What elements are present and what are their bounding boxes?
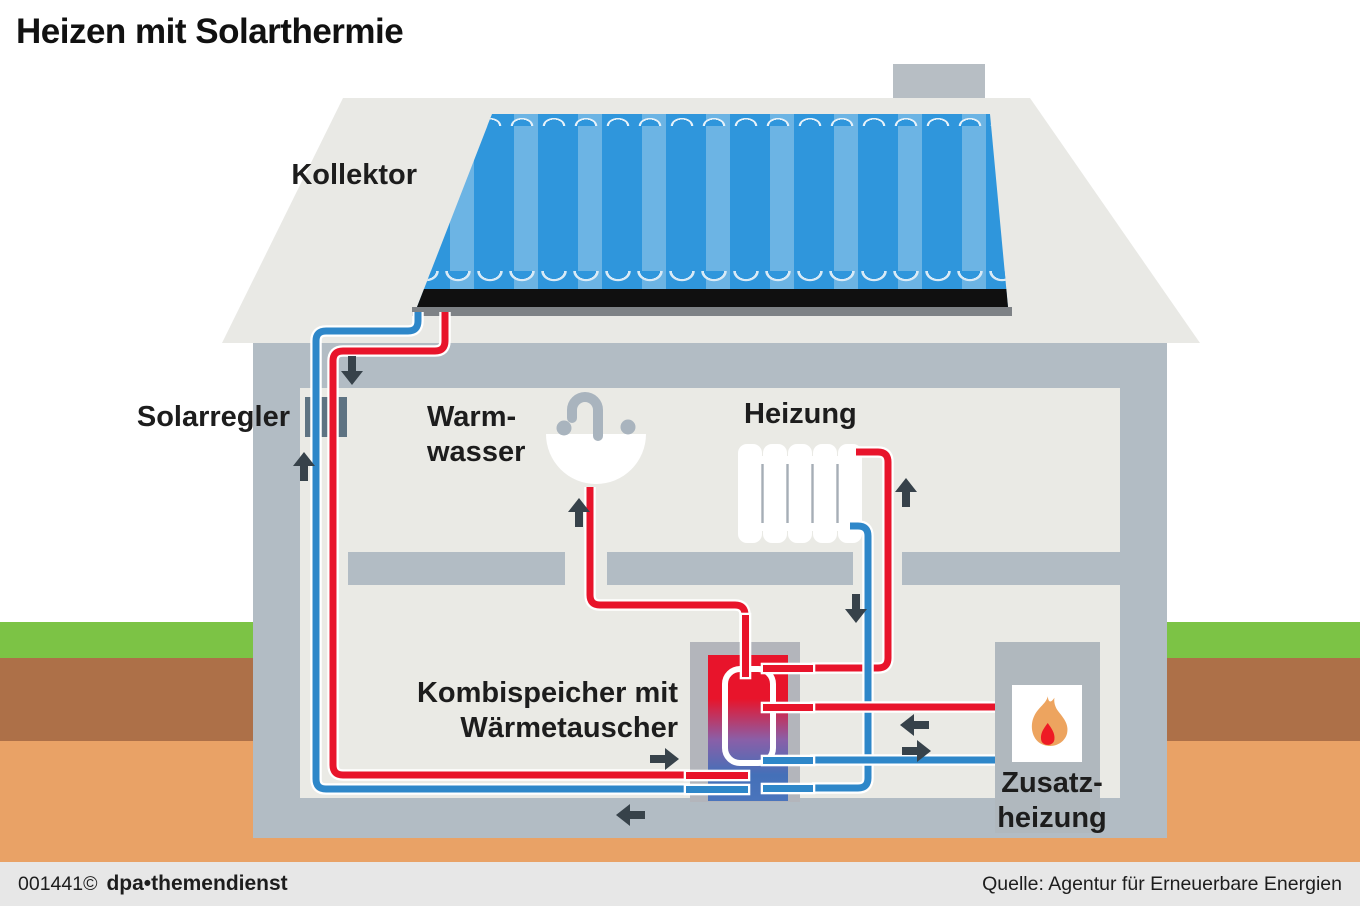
pipe-heating-return-tank-port <box>763 784 813 792</box>
flow-arrow-right-icon <box>650 748 679 770</box>
left-wall <box>253 343 300 838</box>
label-kombispeicher-line2: Wärmetauscher <box>460 712 678 744</box>
flow-arrow-left-icon <box>616 804 645 826</box>
flow-arrow-up-icon <box>895 478 917 507</box>
pipe-heating-supply-casing <box>812 446 894 674</box>
image-id: 001441© <box>18 873 98 895</box>
label-zusatzheizung: Zusatz- heizung <box>962 766 1142 836</box>
flow-arrow-left-icon <box>900 714 929 736</box>
pipe-warmwater-tank-inlet <box>741 615 749 677</box>
source-credit: Quelle: Agentur für Erneuerbare Energien <box>982 872 1342 895</box>
flow-arrow-down-icon <box>845 594 867 623</box>
pipe-heating-supply-tank-port <box>763 664 813 672</box>
pipe-warmwater <box>586 487 749 645</box>
pipe-warmwater-casing <box>584 487 751 645</box>
collector-corrugation-bottom <box>417 271 1008 295</box>
radiator-icon <box>738 444 862 543</box>
collector-frame <box>412 307 1012 316</box>
sink-icon <box>546 392 646 484</box>
collector-corrugation-top <box>417 114 1008 126</box>
brand-name: dpa•themendienst <box>106 872 288 895</box>
solar-collector-icon <box>417 114 1008 307</box>
floor-slab-segment <box>902 552 1120 585</box>
pipe-solar-hot-tank-inlet <box>686 771 748 779</box>
credit-left: 001441© dpa•themendienst <box>18 872 288 896</box>
floor-slab-segment <box>348 552 565 585</box>
flow-arrow-down-icon <box>341 356 363 385</box>
label-kombispeicher: Kombispeicher mit Wärmetauscher <box>358 676 678 746</box>
pipe-heating-return <box>812 522 872 792</box>
label-warmwasser: Warm- wasser <box>427 400 647 470</box>
label-kollektor: Kollektor <box>291 159 417 191</box>
heat-exchanger-coil-icon <box>722 666 776 766</box>
pipe-heating-supply <box>812 448 892 672</box>
flow-arrow-right-icon <box>902 740 931 762</box>
flow-arrow-up-icon <box>568 498 590 527</box>
pipe-heating-return-casing <box>812 520 874 794</box>
pipe-solar-hot <box>329 312 705 779</box>
pipe-solar-return-tank-outlet <box>686 785 748 793</box>
pipe-backup-return-tank-port <box>763 756 813 764</box>
right-wall <box>1120 343 1167 838</box>
label-heizung: Heizung <box>744 398 857 430</box>
page-title: Heizen mit Solarthermie <box>16 12 404 51</box>
floor-slab-segment <box>607 552 853 585</box>
label-kombispeicher-line1: Kombispeicher mit <box>416 677 678 709</box>
label-warmwasser-line2: wasser <box>427 436 526 468</box>
label-zusatzheizung-line1: Zusatz- <box>1001 767 1103 799</box>
label-warmwasser-line1: Warm- <box>427 401 517 433</box>
label-zusatzheizung-line2: heizung <box>997 802 1107 834</box>
pipe-solar-return <box>312 312 705 793</box>
flow-arrow-up-icon <box>293 452 315 481</box>
flame-icon <box>1031 696 1068 746</box>
caption-bar: 001441© dpa•themendienst Quelle: Agentur … <box>0 862 1360 906</box>
label-solarregler: Solarregler <box>136 401 290 433</box>
chimney <box>893 64 985 102</box>
pipe-backup-hot-tank-port <box>763 703 813 711</box>
